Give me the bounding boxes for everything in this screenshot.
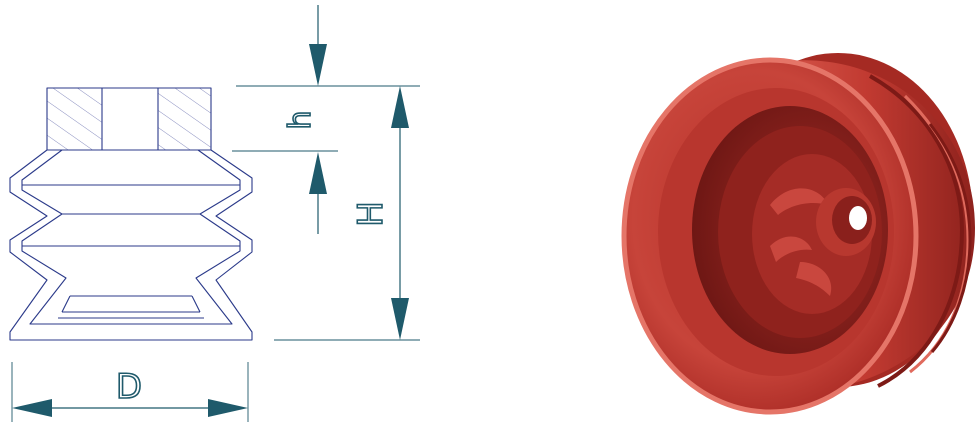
h-arrow-down — [309, 44, 327, 86]
suction-cup-render — [621, 53, 975, 415]
side-groove-3 — [928, 123, 972, 353]
h-arrow-up — [309, 152, 327, 194]
neck-hatch-left — [47, 88, 102, 150]
dim-label-D: D — [116, 367, 142, 407]
section-drawing — [9, 87, 253, 341]
dimension-annotations — [11, 5, 420, 422]
D-arrow-left — [12, 399, 52, 417]
bellows-outer-profile — [9, 149, 253, 341]
H-arrow-up — [391, 86, 409, 128]
inner-rib-1 — [770, 188, 828, 215]
bellows-inner-profile — [21, 149, 241, 325]
H-arrow-down — [391, 298, 409, 340]
cup-front-rim-highlight — [621, 57, 919, 415]
center-hole — [849, 206, 867, 230]
D-arrow-right — [208, 399, 248, 417]
neck-hatch-right — [158, 88, 211, 150]
lip-left — [61, 295, 71, 313]
dim-label-h: h — [283, 110, 318, 129]
inner-rib-3 — [796, 262, 832, 296]
dim-label-H: H — [351, 201, 391, 227]
inner-rib-2 — [770, 236, 812, 262]
neck-outline — [46, 87, 212, 151]
lip-right — [191, 295, 201, 313]
side-groove-1 — [869, 74, 965, 388]
